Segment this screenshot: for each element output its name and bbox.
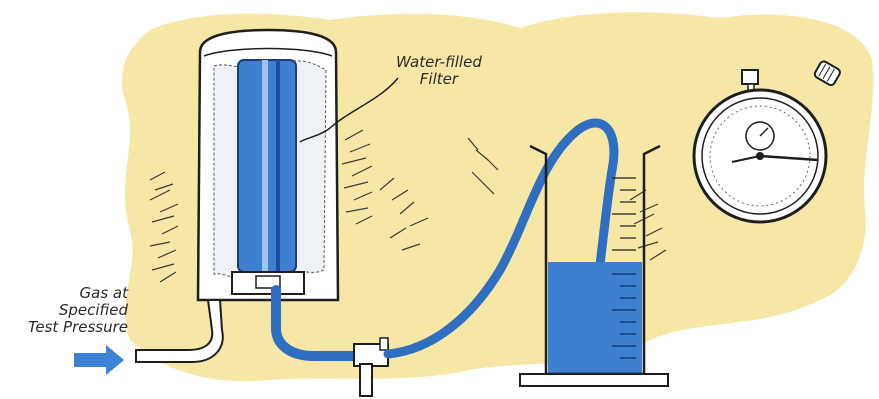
arrow-right-icon (74, 345, 124, 375)
gas-inlet-label: Gas at Specified Test Pressure (8, 285, 128, 336)
filter-label-line-1: Water-filled (396, 54, 482, 71)
cylinder-base (520, 374, 668, 386)
gas-label-line-2: Specified (8, 302, 128, 319)
filter-label-line-2: Filter (396, 71, 482, 88)
valve-icon (354, 338, 388, 396)
cylinder-water (548, 262, 642, 374)
gas-label-line-1: Gas at (8, 285, 128, 302)
gas-label-line-3: Test Pressure (8, 319, 128, 336)
filter-canister (198, 30, 338, 300)
filter-label: Water-filled Filter (396, 54, 482, 88)
